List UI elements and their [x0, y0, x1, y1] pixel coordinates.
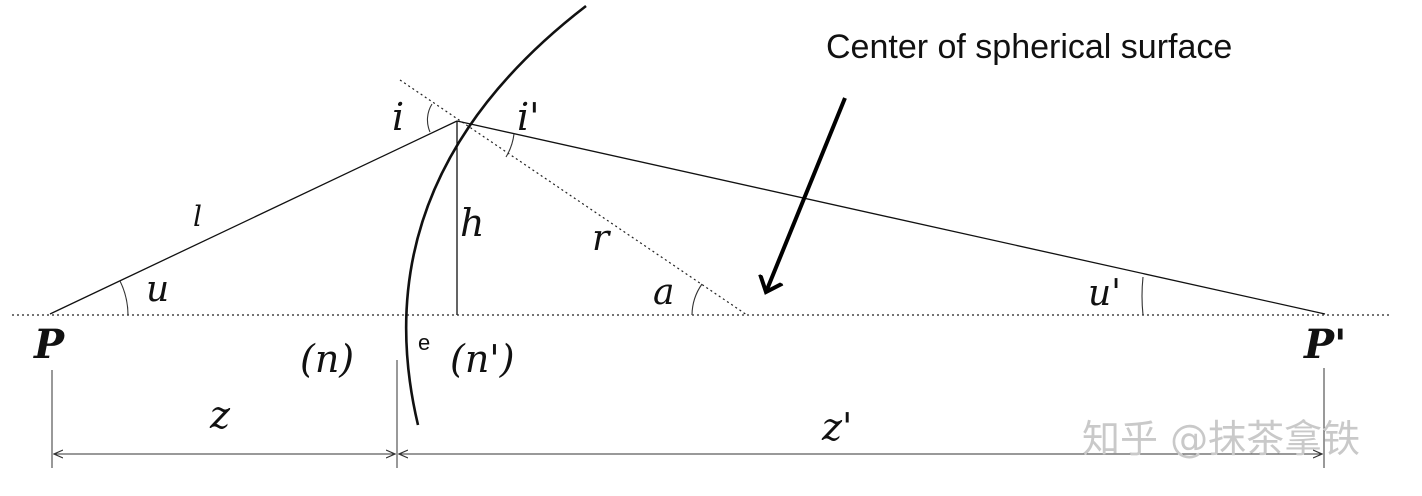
label-point-p: P — [33, 321, 66, 368]
angle-i-prime-arc — [505, 133, 515, 158]
label-u-prime: u' — [1088, 273, 1121, 314]
label-h: h — [460, 201, 484, 245]
label-l: l — [193, 200, 202, 233]
angle-a-arc — [691, 283, 703, 316]
label-e: e — [418, 330, 430, 355]
angle-u-arc — [119, 280, 129, 316]
angle-u-prime-arc — [1141, 276, 1144, 316]
label-point-p-prime: P' — [1303, 321, 1346, 368]
label-z: z — [209, 393, 231, 437]
center-pointer-arrow — [766, 97, 847, 292]
label-n: (n) — [300, 337, 354, 381]
incident-ray — [49, 120, 458, 315]
refracted-ray — [456, 120, 1326, 315]
center-of-curvature-label: Center of spherical surface — [826, 28, 1232, 66]
label-a: a — [653, 272, 674, 313]
angle-i-arc — [426, 103, 433, 133]
label-n-prime: (n') — [450, 337, 515, 381]
spherical-surface — [404, 4, 587, 426]
surface-normal-line — [399, 79, 748, 316]
label-z-prime: z' — [821, 405, 852, 449]
watermark-text: 知乎 @抹茶拿铁 — [1082, 417, 1360, 461]
label-i: i — [392, 95, 404, 139]
label-r: r — [592, 218, 611, 259]
label-u: u — [146, 269, 169, 310]
label-i-prime: i' — [517, 95, 540, 139]
